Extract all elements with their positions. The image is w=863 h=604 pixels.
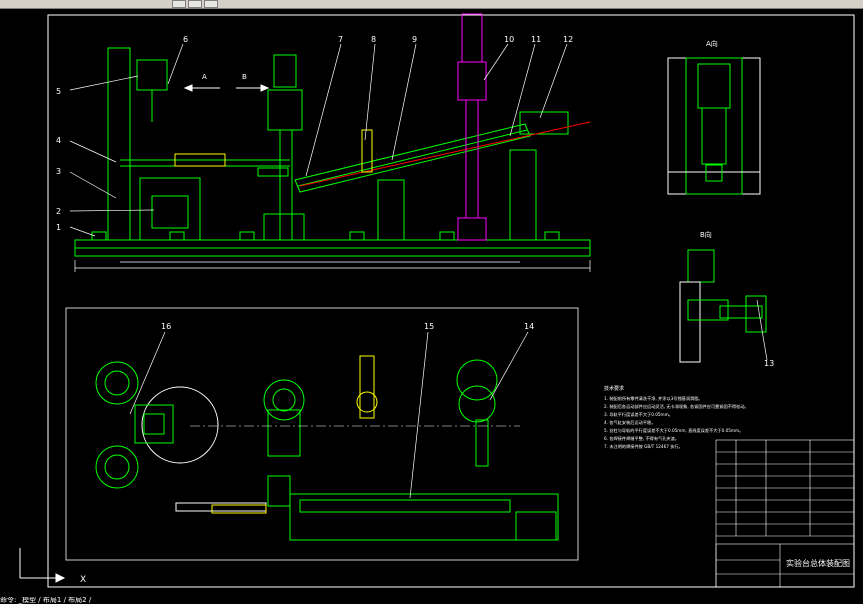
part-label-11: 11 <box>531 35 541 44</box>
svg-text:X: X <box>80 575 86 585</box>
drawing-canvas[interactable]: A B 5 4 3 2 1 6 7 8 9 10 11 12 A向 B向 <box>0 8 863 598</box>
part-label-2: 2 <box>56 207 61 216</box>
b-direction-view <box>679 249 767 363</box>
drawing-title: 实验台总体装配图 <box>786 558 850 568</box>
part-label-5: 5 <box>56 87 61 96</box>
properties-icon[interactable] <box>188 0 202 8</box>
section-a-label: A向 <box>706 39 718 48</box>
vertical-column <box>457 13 487 241</box>
part-label-12: 12 <box>563 35 573 44</box>
part-label-3: 3 <box>56 167 61 176</box>
title-block <box>715 439 855 588</box>
command-line[interactable]: 命令: _模型 / 布局1 / 布局2 / <box>0 597 863 604</box>
rail-axis-line <box>299 121 591 187</box>
direction-b-label: B <box>242 73 247 81</box>
part-label-4: 4 <box>56 136 61 145</box>
part-label-1: 1 <box>56 223 61 232</box>
note-item: 2. 装配后各运动部件应运动灵活, 无卡滞现象, 各紧固件应可靠紧固不得松动。 <box>604 403 749 410</box>
part-label-9: 9 <box>412 35 417 44</box>
note-item: 5. 丝杠与导轨的平行度误差不大于0.05mm, 直线度误差不大于0.05mm。 <box>604 427 743 434</box>
part-label-13: 13 <box>764 359 774 368</box>
note-item: 3. 导轨平行度误差不大于0.05mm。 <box>604 411 673 418</box>
front-dimensions <box>74 260 591 272</box>
plan-leader-lines <box>129 331 529 499</box>
plan-view-parts <box>95 359 559 541</box>
note-item: 4. 各气缸安装后运动平稳。 <box>604 419 655 426</box>
part-label-16: 16 <box>161 322 171 331</box>
yellow-components <box>174 129 373 173</box>
note-item: 7. 未注明的焊接件按 GB/T 12467 执行。 <box>604 443 683 450</box>
leader-lines <box>69 43 568 237</box>
plan-view <box>65 307 579 561</box>
part-label-14: 14 <box>524 322 534 331</box>
part-label-8: 8 <box>371 35 376 44</box>
technical-notes: 1. 装配前所有零件清洗干净, 并涂以3号锂基润滑脂。 2. 装配后各运动部件应… <box>604 395 749 450</box>
a-direction-view <box>667 57 761 195</box>
part-label-6: 6 <box>183 35 188 44</box>
ucs-icon: X <box>19 548 86 585</box>
part-label-10: 10 <box>504 35 514 44</box>
cad-drawing: A B 5 4 3 2 1 6 7 8 9 10 11 12 A向 B向 <box>19 13 855 588</box>
direction-a-label: A <box>202 73 207 81</box>
layer-icon[interactable] <box>172 0 186 8</box>
application-toolbar <box>0 0 863 9</box>
notes-heading: 技术要求 <box>604 385 624 392</box>
note-item: 6. 各焊接件焊缝平整, 不得有气孔夹渣。 <box>604 435 679 442</box>
drawing-border <box>47 14 855 588</box>
section-b-label: B向 <box>700 230 712 239</box>
part-label-7: 7 <box>338 35 343 44</box>
note-item: 1. 装配前所有零件清洗干净, 并涂以3号锂基润滑脂。 <box>604 395 703 402</box>
front-view <box>74 47 591 257</box>
direction-arrows <box>183 84 270 92</box>
plan-yellow-parts <box>211 355 378 514</box>
zoom-icon[interactable] <box>204 0 218 8</box>
part-label-15: 15 <box>424 322 434 331</box>
